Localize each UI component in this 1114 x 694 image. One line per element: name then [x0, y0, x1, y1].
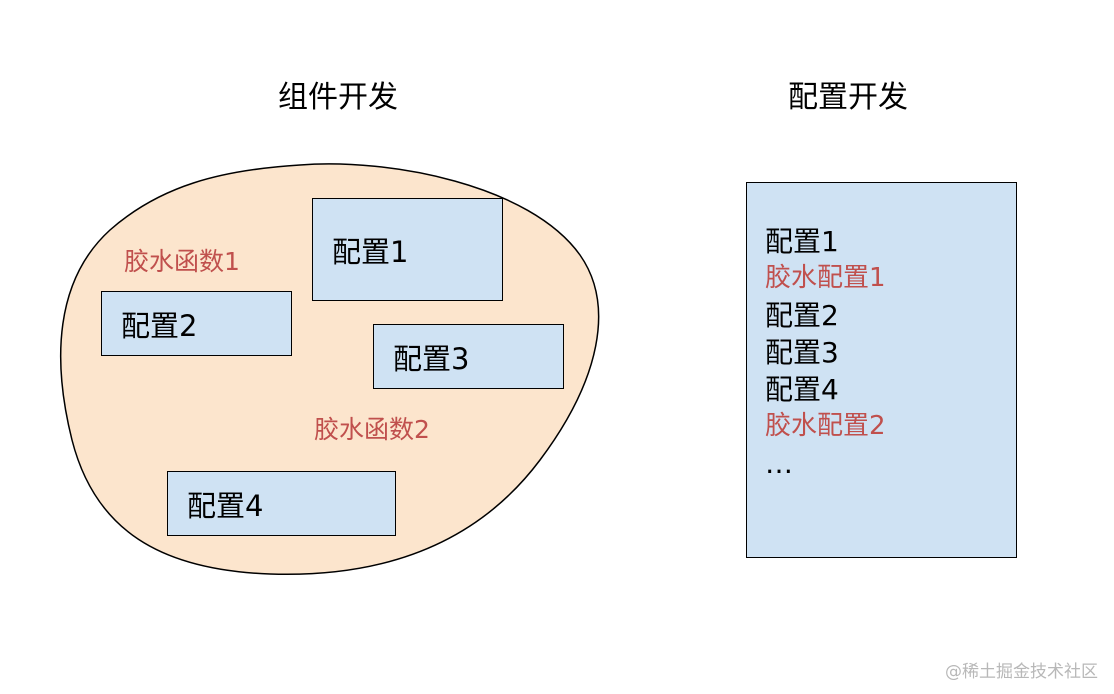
config-list-panel: 配置1 胶水配置1 配置2 配置3 配置4 胶水配置2 …	[746, 182, 1017, 558]
glue-function-2-label: 胶水函数2	[314, 415, 430, 444]
config-line: 配置3	[765, 336, 839, 369]
config-1-label: 配置1	[332, 234, 409, 269]
config-3-label: 配置3	[393, 341, 470, 376]
config-development-title: 配置开发	[788, 80, 908, 115]
config-2-box: 配置2	[101, 291, 292, 356]
glue-function-1-label: 胶水函数1	[124, 247, 240, 276]
ellipsis-line: …	[765, 447, 793, 480]
config-2-label: 配置2	[121, 308, 198, 343]
config-4-label: 配置4	[187, 488, 264, 523]
glue-config-line: 胶水配置2	[765, 411, 886, 441]
config-3-box: 配置3	[373, 324, 564, 389]
component-development-title: 组件开发	[278, 80, 398, 115]
config-4-box: 配置4	[167, 471, 396, 536]
config-line: 配置2	[765, 299, 839, 332]
config-1-box: 配置1	[312, 198, 503, 301]
config-line: 配置4	[765, 373, 839, 406]
watermark: @稀土掘金技术社区	[945, 662, 1098, 682]
glue-config-line: 胶水配置1	[765, 263, 886, 293]
config-line: 配置1	[765, 225, 839, 258]
